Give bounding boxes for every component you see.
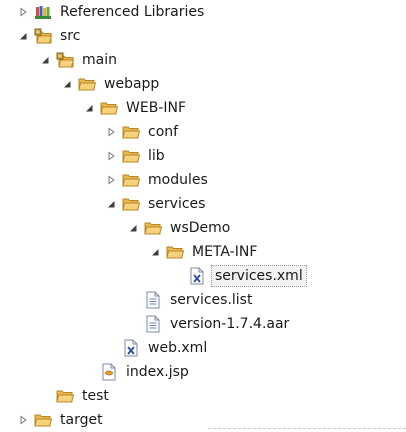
tree-item-label: conf	[148, 124, 179, 140]
tree-item-services[interactable]: services	[104, 192, 208, 216]
library-icon	[34, 3, 52, 21]
tree-item-label: lib	[148, 148, 165, 164]
tree-item-label: META-INF	[192, 244, 258, 260]
tree-item-services-xml[interactable]: services.xml	[170, 264, 307, 288]
tree-item-lib[interactable]: lib	[104, 144, 168, 168]
tree-item-src[interactable]: src	[16, 24, 83, 48]
tree-item-label: services	[148, 196, 206, 212]
folder-icon	[56, 387, 74, 405]
folder-icon	[122, 147, 140, 165]
tree-spacer	[126, 312, 140, 336]
folder-icon	[34, 411, 52, 429]
tree-item-label: index.jsp	[126, 364, 189, 380]
folder-icon	[122, 123, 140, 141]
tree-spacer	[38, 384, 52, 408]
jsp-file-icon	[100, 363, 118, 381]
tree-item-label: webapp	[104, 76, 160, 92]
collapsed-arrow-icon[interactable]	[104, 168, 118, 192]
tree-item-wsdemo[interactable]: wsDemo	[126, 216, 233, 240]
folder-icon	[122, 171, 140, 189]
tree-item-webapp[interactable]: webapp	[60, 72, 162, 96]
tree-item-label: WEB-INF	[126, 100, 186, 116]
tree-item-test[interactable]: test	[38, 384, 112, 408]
tree-item-label: target	[60, 412, 103, 428]
expanded-arrow-icon[interactable]	[148, 240, 162, 264]
folder-icon	[144, 219, 162, 237]
tree-item-services-list[interactable]: services.list	[126, 288, 255, 312]
tree-item-label: web.xml	[148, 340, 208, 356]
xml-file-icon	[188, 267, 206, 285]
source-folder-icon	[34, 27, 52, 45]
collapsed-arrow-icon[interactable]	[16, 0, 30, 24]
tree-item-label: services.list	[170, 292, 253, 308]
tree-item-label: main	[82, 52, 117, 68]
expanded-arrow-icon[interactable]	[126, 216, 140, 240]
tree-item-label: Referenced Libraries	[60, 4, 205, 20]
tree-item-label: src	[60, 28, 81, 44]
xml-file-icon	[122, 339, 140, 357]
tree-item-meta-inf[interactable]: META-INF	[148, 240, 260, 264]
collapsed-arrow-icon[interactable]	[16, 408, 30, 432]
tree-item-version-1-7-4-aar[interactable]: version-1.7.4.aar	[126, 312, 292, 336]
folder-icon	[166, 243, 184, 261]
expanded-arrow-icon[interactable]	[38, 48, 52, 72]
tree-spacer	[104, 336, 118, 360]
tree-item-target[interactable]: target	[16, 408, 106, 432]
tree-spacer	[170, 264, 184, 288]
folder-icon	[100, 99, 118, 117]
expanded-arrow-icon[interactable]	[104, 192, 118, 216]
expanded-arrow-icon[interactable]	[82, 96, 96, 120]
expanded-arrow-icon[interactable]	[16, 24, 30, 48]
tree-item-label: test	[82, 388, 109, 404]
expanded-arrow-icon[interactable]	[60, 72, 74, 96]
folder-icon	[78, 75, 96, 93]
view-edge-divider	[208, 428, 406, 429]
tree-spacer	[126, 288, 140, 312]
tree-item-conf[interactable]: conf	[104, 120, 181, 144]
text-file-icon	[144, 315, 162, 333]
tree-item-modules[interactable]: modules	[104, 168, 211, 192]
tree-item-web-inf[interactable]: WEB-INF	[82, 96, 189, 120]
tree-item-label: wsDemo	[170, 220, 231, 236]
tree-item-label: modules	[148, 172, 208, 188]
tree-item-label: services.xml	[211, 265, 307, 287]
tree-spacer	[82, 360, 96, 384]
tree-item-web-xml[interactable]: web.xml	[104, 336, 210, 360]
text-file-icon	[144, 291, 162, 309]
collapsed-arrow-icon[interactable]	[104, 144, 118, 168]
folder-icon	[122, 195, 140, 213]
source-folder-icon	[56, 51, 74, 69]
tree-item-referenced-libraries[interactable]: Referenced Libraries	[16, 0, 207, 24]
collapsed-arrow-icon[interactable]	[104, 120, 118, 144]
tree-item-label: version-1.7.4.aar	[170, 316, 290, 332]
tree-item-index-jsp[interactable]: index.jsp	[82, 360, 192, 384]
tree-item-main[interactable]: main	[38, 48, 120, 72]
